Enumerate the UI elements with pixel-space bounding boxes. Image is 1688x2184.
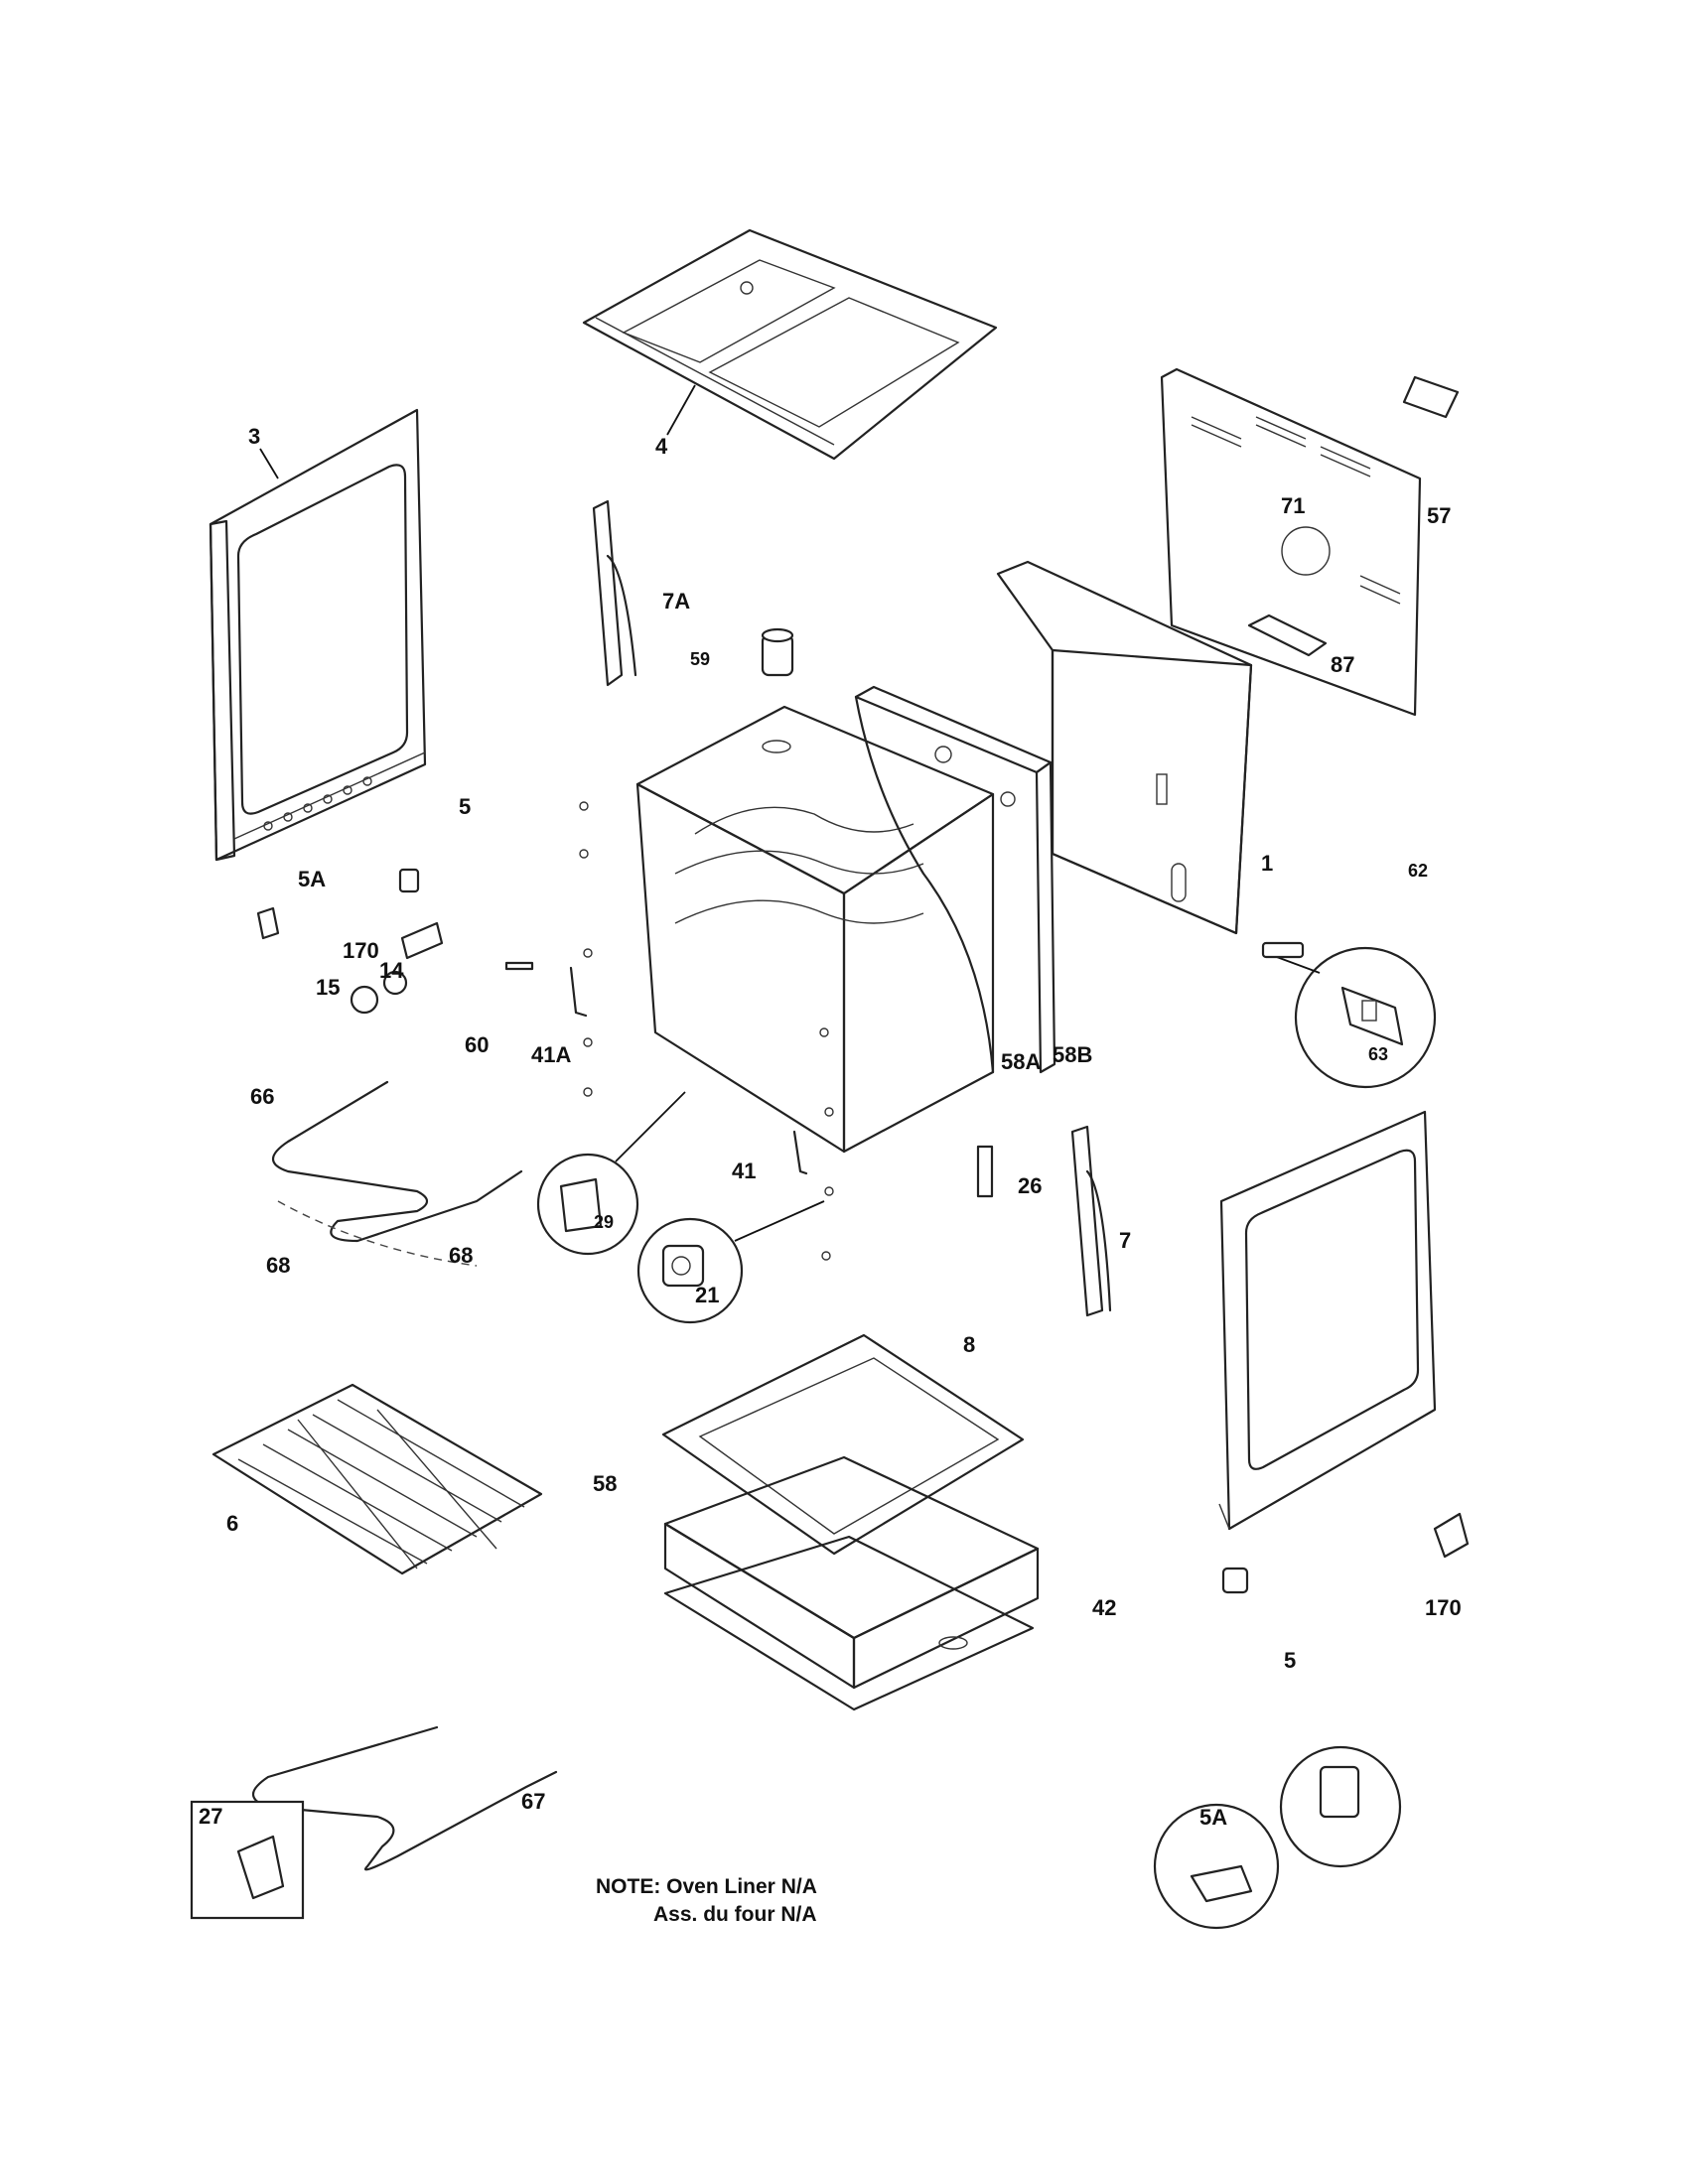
callout-58: 58 (593, 1471, 617, 1496)
callout-170-bot: 170 (1425, 1595, 1462, 1620)
callout-5-bot: 5 (1284, 1648, 1296, 1673)
callout-62: 62 (1408, 861, 1428, 881)
callout-15: 15 (316, 975, 340, 1000)
callout-68-right: 68 (449, 1243, 473, 1268)
callout-67: 67 (521, 1789, 545, 1814)
drawer-bottom (663, 1535, 1035, 1711)
callout-71: 71 (1281, 493, 1305, 518)
callout-14: 14 (379, 958, 404, 983)
back-panel (996, 560, 1253, 935)
callout-68-left: 68 (266, 1253, 290, 1278)
callout-58B: 58B (1053, 1042, 1092, 1067)
leveler-parts-bottom (1153, 1512, 1470, 1930)
detail-29 (536, 1091, 686, 1256)
callout-5A-bot: 5A (1199, 1805, 1227, 1830)
rating-label (1402, 375, 1460, 419)
callout-6: 6 (226, 1511, 238, 1536)
left-side-panel (209, 408, 427, 862)
callout-1: 1 (1261, 851, 1273, 876)
callout-8: 8 (963, 1332, 975, 1357)
callout-58A: 58A (1001, 1049, 1041, 1074)
callout-41A: 41A (531, 1042, 571, 1067)
callout-170-top: 170 (343, 938, 379, 963)
callout-4: 4 (655, 434, 668, 459)
callout-63: 63 (1368, 1044, 1388, 1064)
bake-element (271, 1080, 523, 1267)
fitting (761, 627, 794, 677)
bracket-41 (792, 1130, 808, 1175)
callout-27: 27 (199, 1804, 222, 1829)
callout-7A: 7A (662, 589, 690, 614)
callout-26: 26 (1018, 1173, 1042, 1198)
screws-left (579, 801, 834, 1261)
bracket-60 (504, 961, 534, 971)
callout-60: 60 (465, 1032, 489, 1057)
broil-element (251, 1725, 558, 1871)
rear-panel-bracket (1247, 614, 1328, 657)
rear-panel (1160, 367, 1422, 717)
rack-slide-bracket (976, 1145, 994, 1198)
drawer-insulation (663, 1455, 1040, 1690)
oven-insulation (854, 685, 1056, 1074)
drawer-top-frame (661, 1333, 1025, 1556)
rack-support-right (1070, 1125, 1112, 1317)
oven-body (635, 705, 995, 1154)
callout-59: 59 (690, 649, 710, 669)
rack-support-left (592, 499, 637, 687)
callout-5A-top: 5A (298, 867, 326, 891)
bracket-41A (569, 966, 588, 1018)
callout-21: 21 (695, 1283, 719, 1307)
right-side-panel (1218, 1110, 1437, 1531)
callout-66: 66 (250, 1084, 274, 1109)
callout-7: 7 (1119, 1228, 1131, 1253)
callout-5-top: 5 (459, 794, 471, 819)
top-panel (582, 228, 998, 461)
callout-42: 42 (1092, 1595, 1116, 1620)
callout-29: 29 (594, 1212, 614, 1232)
note-line1: NOTE: Oven Liner N/A (596, 1875, 817, 1898)
detail-21 (636, 1200, 825, 1324)
oven-rack (211, 1383, 543, 1575)
callout-57: 57 (1427, 503, 1451, 528)
callout-87: 87 (1331, 652, 1354, 677)
callout-3: 3 (248, 424, 260, 449)
callout-41: 41 (732, 1159, 756, 1183)
note-line2: Ass. du four N/A (653, 1903, 817, 1926)
leveler-parts-top (256, 868, 444, 1015)
terminal-block-detail (1261, 941, 1437, 1089)
inset-27 (190, 1800, 305, 1920)
